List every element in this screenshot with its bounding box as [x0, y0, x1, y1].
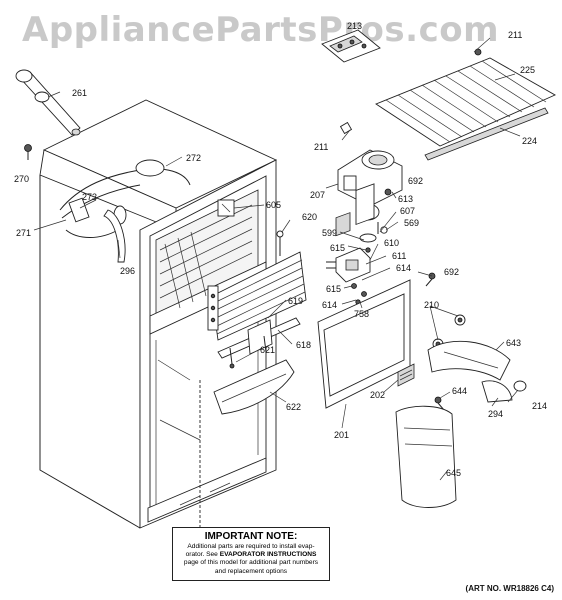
- watermark: AppliancePartsPros.com: [22, 10, 500, 50]
- label-615: 615: [330, 243, 346, 253]
- label-599: 599: [322, 228, 338, 238]
- wire-shelf: [375, 57, 556, 161]
- rear-cover-panel: [317, 183, 411, 409]
- label-213: 213: [347, 21, 363, 31]
- label-225: 225: [520, 65, 536, 75]
- screw-270: [24, 144, 32, 160]
- label-614-lower: 614: [322, 300, 338, 310]
- important-note-box: IMPORTANT NOTE: Additional parts are req…: [172, 527, 330, 581]
- label-620: 620: [302, 212, 318, 222]
- leader-lines: [33, 37, 521, 481]
- note-line-1: Additional parts are required to install…: [187, 543, 315, 550]
- duct-cover-643: [427, 340, 511, 381]
- fill-tube: [15, 69, 81, 136]
- label-645: 645: [446, 468, 462, 478]
- cap-214: [513, 380, 527, 392]
- air-duct-645: [395, 405, 457, 508]
- label-214: 214: [532, 401, 548, 411]
- label-270: 270: [14, 174, 30, 184]
- label-296: 296: [120, 266, 136, 276]
- evaporator: [207, 230, 307, 341]
- grille-202: [397, 363, 415, 387]
- label-607: 607: [400, 206, 416, 216]
- label-621: 621: [260, 345, 276, 355]
- label-613: 613: [398, 194, 414, 204]
- note-line-3: page of this model for additional part n…: [183, 559, 319, 567]
- drain-trough: [213, 359, 295, 415]
- label-207: 207: [310, 190, 326, 200]
- note-line-4: and replacement options: [214, 567, 288, 575]
- damper-294: [481, 380, 513, 403]
- cabinet: [39, 99, 278, 529]
- label-294: 294: [488, 409, 504, 419]
- label-643: 643: [506, 338, 522, 348]
- defrost-heater: [217, 317, 301, 369]
- note-line-2b: EVAPORATOR INSTRUCTIONS: [219, 551, 317, 559]
- label-273: 273: [82, 192, 98, 202]
- label-605: 605: [266, 200, 282, 210]
- label-619: 619: [288, 296, 304, 306]
- label-224: 224: [522, 136, 538, 146]
- label-202: 202: [370, 390, 386, 400]
- label-569: 569: [404, 218, 420, 228]
- label-692-right: 692: [444, 267, 460, 277]
- label-201: 201: [334, 430, 350, 440]
- label-211-lower: 211: [314, 142, 329, 152]
- label-622: 622: [286, 402, 302, 412]
- bracket-213: [321, 29, 381, 63]
- note-line-2a: orator. See: [185, 551, 220, 559]
- bracket-610: [326, 247, 371, 305]
- label-211: 211: [508, 30, 523, 40]
- label-615-lower: 615: [326, 284, 342, 294]
- label-261: 261: [72, 88, 88, 98]
- label-272: 272: [186, 153, 202, 163]
- note-title: IMPORTANT NOTE:: [204, 531, 298, 542]
- label-618: 618: [296, 340, 312, 350]
- label-692: 692: [408, 176, 424, 186]
- art-number: (ART NO. WR18826 C4): [465, 584, 554, 593]
- note-body: Additional parts are required to install…: [173, 543, 329, 576]
- label-644: 644: [452, 386, 468, 396]
- label-210: 210: [424, 300, 440, 310]
- label-614: 614: [396, 263, 412, 273]
- label-271: 271: [16, 228, 32, 238]
- label-758: 758: [354, 309, 370, 319]
- label-611: 611: [392, 251, 407, 261]
- label-610: 610: [384, 238, 400, 248]
- tube-296: [103, 209, 126, 263]
